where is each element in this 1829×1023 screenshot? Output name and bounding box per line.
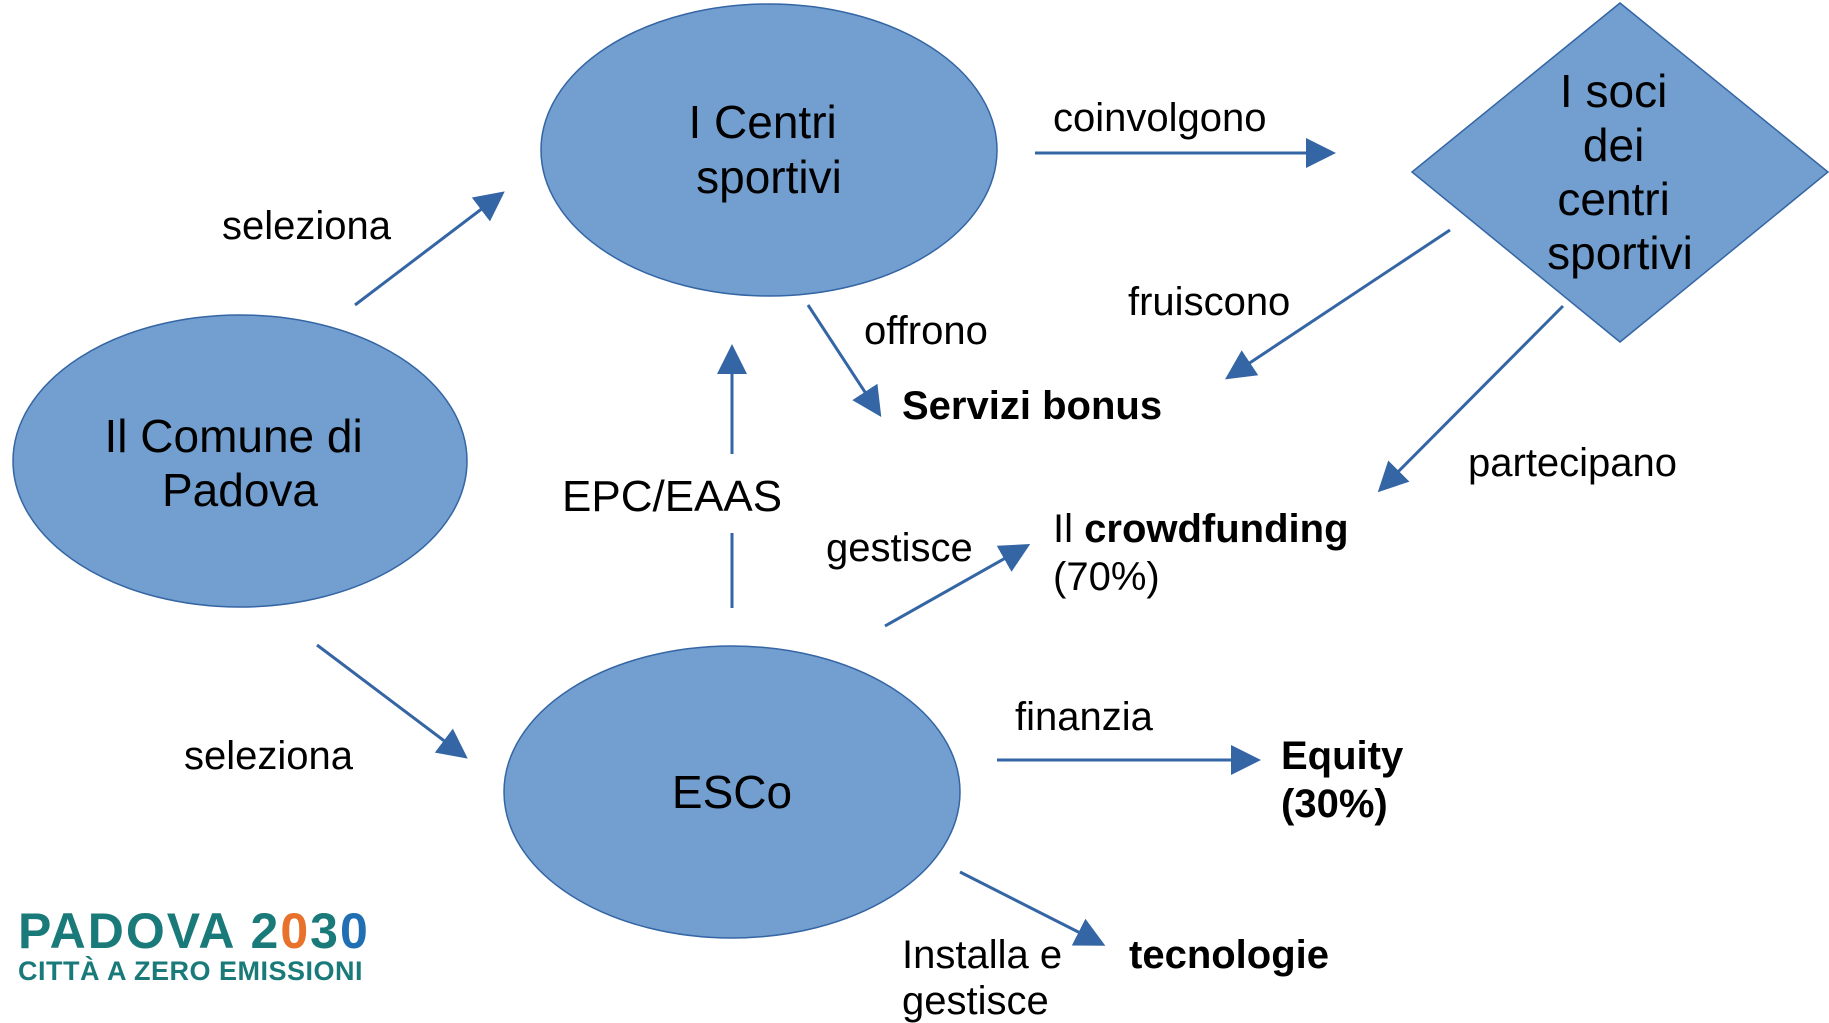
target-tecnologie: tecnologie xyxy=(1129,933,1329,977)
arrow-esco-to-crowdfunding xyxy=(884,544,1031,628)
target-servizi-bonus: Servizi bonus xyxy=(902,384,1162,428)
node-centri-sportivi-label: I Centri sportivi xyxy=(688,96,849,203)
node-centri-sportivi xyxy=(540,3,998,297)
arrow-soci-to-servizi xyxy=(1225,228,1451,380)
label-installa-gestisce: Installa e gestisce xyxy=(902,933,1073,1023)
label-finanzia: finanzia xyxy=(1015,695,1154,739)
node-soci-label: I soci dei centri sportivi xyxy=(1547,65,1693,279)
logo-subtitle: CITTÀ A ZERO EMISSIONI xyxy=(18,955,363,986)
target-equity: Equity xyxy=(1281,734,1404,778)
node-comune xyxy=(12,314,468,608)
target-equity-percent: (30%) xyxy=(1281,782,1388,826)
arrow-comune-to-esco xyxy=(316,643,468,759)
target-crowdfunding: Il crowdfunding xyxy=(1053,507,1349,551)
arrow-soci-to-crowdfunding xyxy=(1377,304,1565,493)
padova-2030-logo: PADOVA 2030 CITTÀ A ZERO EMISSIONI xyxy=(18,903,370,986)
arrow-comune-to-centri xyxy=(354,191,505,307)
node-soci-diamond xyxy=(1410,2,1829,343)
label-gestisce: gestisce xyxy=(826,526,973,570)
logo-title: PADOVA 2030 xyxy=(18,903,370,959)
node-esco-label: ESCo xyxy=(672,766,792,818)
node-comune-label: Il Comune di Padova xyxy=(104,410,375,516)
label-partecipano: partecipano xyxy=(1468,441,1677,485)
arrow-esco-to-tecnologie xyxy=(959,870,1106,946)
arrow-centri-to-servizi xyxy=(806,304,882,418)
label-seleziona-bottom: seleziona xyxy=(184,734,354,778)
label-epc-eaas: EPC/EAAS xyxy=(562,472,782,521)
label-coinvolgono: coinvolgono xyxy=(1053,96,1267,140)
label-fruiscono: fruiscono xyxy=(1128,280,1290,324)
node-esco xyxy=(503,645,961,939)
label-offrono: offrono xyxy=(864,309,988,353)
target-crowdfunding-percent: (70%) xyxy=(1053,555,1160,599)
label-seleziona-top: seleziona xyxy=(222,204,392,248)
